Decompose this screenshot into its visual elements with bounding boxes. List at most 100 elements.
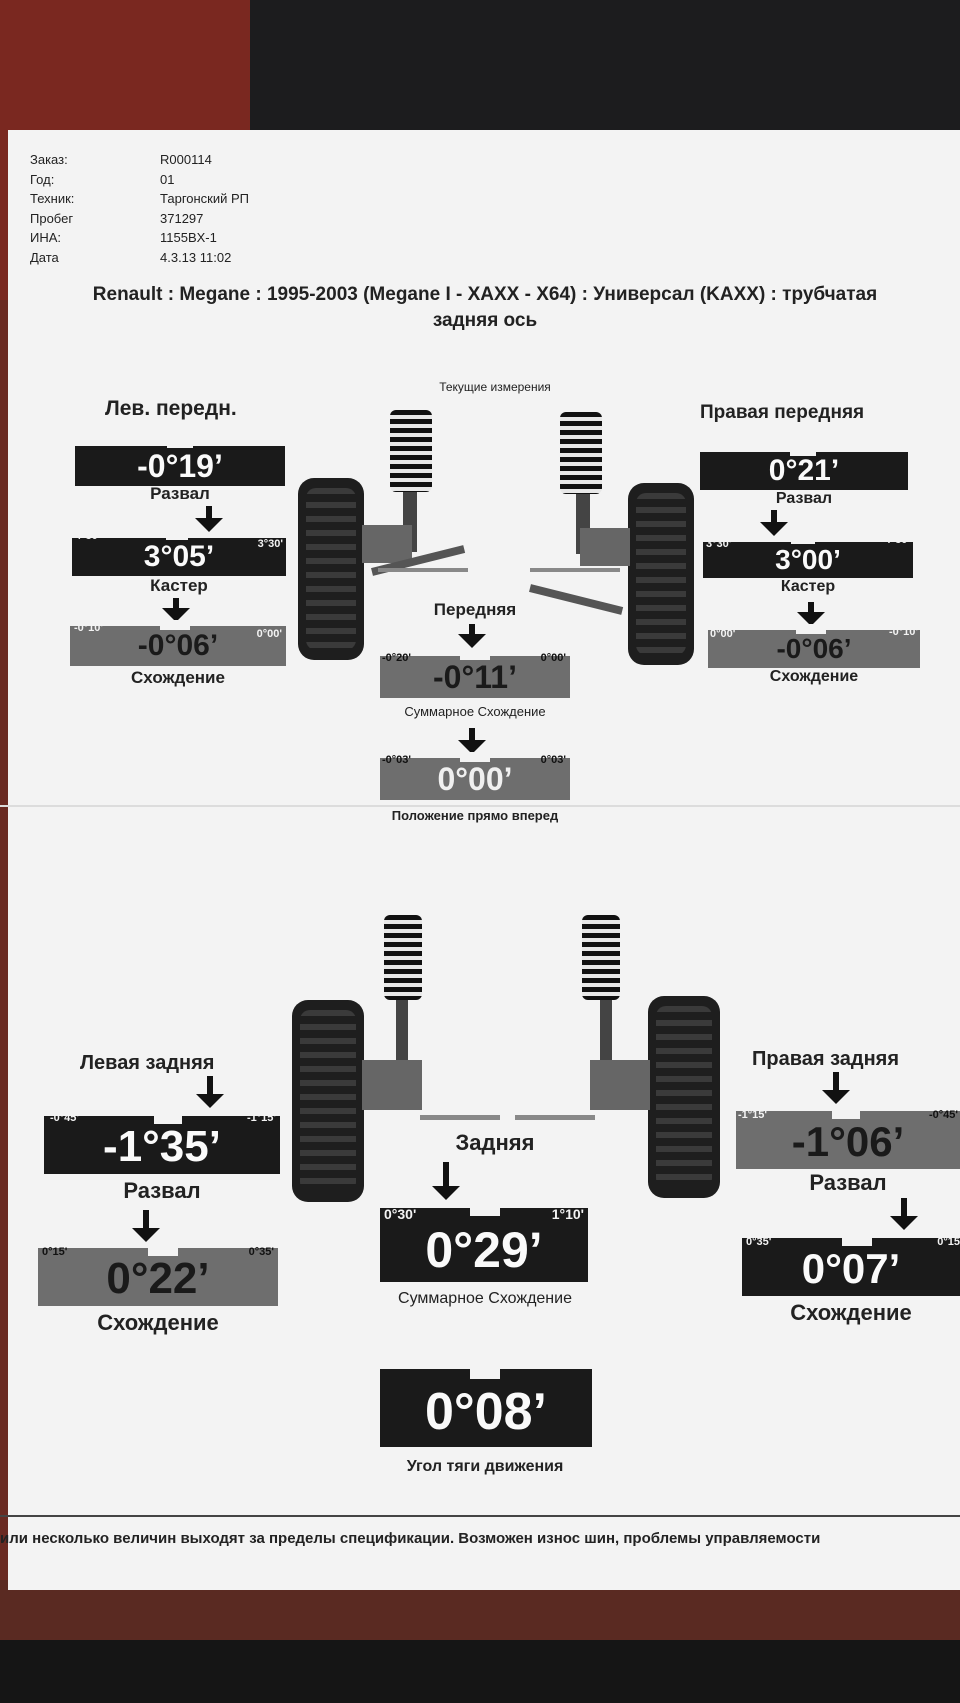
rear-right-camber-value: -1°06’ — [736, 1115, 960, 1169]
rear-left-camber-value: -1°35’ — [44, 1120, 280, 1174]
unit-text: ’ — [503, 761, 513, 797]
header-key: Дата — [30, 249, 59, 265]
value-text: 0°21 — [768, 454, 831, 487]
rear-right-title: Правая задняя — [752, 1048, 900, 1070]
front-left-toe-value: -0°06’ — [70, 626, 286, 666]
header-key: Техник: — [30, 191, 75, 206]
value-text: -0°06 — [137, 629, 210, 662]
straight-max-tick: 0°03' — [540, 754, 566, 766]
thrust-angle-label: Угол тяги движения — [406, 1458, 564, 1475]
front-left-camber-label: Развал — [150, 484, 210, 503]
value-text: 3°00 — [775, 544, 834, 575]
rear-right-camber-gauge: -1°15' -0°45' -1°06’ — [736, 1105, 960, 1169]
header-row-ina: ИНА: 1155BX-1 — [30, 228, 360, 248]
footer-divider — [0, 1515, 960, 1517]
rear-total-toe-gauge: 0°30' 1°10' 0°29’ — [380, 1202, 588, 1282]
value-text: -0°06 — [776, 633, 844, 664]
header-value: R000114 — [160, 152, 212, 167]
value-text: 0°29 — [425, 1222, 529, 1278]
unit-text: ’ — [888, 1245, 901, 1292]
front-straight-ahead-gauge: -0°03' 0°03' 0°00’ — [380, 752, 570, 800]
rear-right-hub — [590, 1060, 650, 1110]
front-right-spring — [560, 412, 602, 494]
caster-min-tick: 4°30' — [75, 530, 101, 542]
toe-min-tick: 0°00' — [710, 628, 736, 640]
unit-text: ’ — [197, 1254, 210, 1303]
front-right-caster-value: 3°00’ — [703, 542, 913, 578]
caster-max-tick: 3°30' — [257, 538, 283, 550]
rear-left-toe-value: 0°22’ — [38, 1252, 278, 1306]
value-text: 0°00 — [437, 761, 504, 797]
header-value: 1155BX-1 — [160, 230, 217, 245]
camber-max-tick: -0°45' — [928, 1109, 958, 1121]
dark-background — [250, 0, 960, 150]
front-left-caster-gauge: 4°30' 3°30' 3°05’ — [72, 530, 286, 576]
front-right-camber-value: 0°21’ — [700, 452, 908, 490]
toe-min-tick: 0°35' — [746, 1236, 772, 1248]
paper-fold — [0, 805, 960, 807]
header-row-date: Дата 4.3.13 11:02 — [30, 248, 360, 268]
value-text: 0°08 — [424, 1383, 533, 1441]
header-value: 4.3.13 11:02 — [160, 249, 232, 265]
caster-max-tick: 4°30' — [884, 534, 910, 546]
front-left-camber-value: -0°19’ — [75, 446, 285, 486]
rear-right-toe-gauge: 0°35' 0°15 0°07’ — [742, 1232, 960, 1296]
rear-left-camber-label: Развал — [123, 1178, 201, 1203]
unit-text: ’ — [843, 633, 852, 664]
front-total-toe-label: Суммарное Схождение — [404, 704, 546, 719]
header-value: 371297 — [160, 210, 204, 226]
unit-text: ’ — [213, 448, 223, 484]
front-right-camber-label: Развал — [775, 490, 833, 507]
thrust-angle-gauge: 0°08’ — [380, 1365, 592, 1447]
unit-text: ’ — [833, 544, 841, 575]
front-left-tire — [298, 478, 364, 660]
front-total-toe-gauge: -0°20' 0°00' -0°11’ — [380, 650, 570, 698]
caster-min-tick: 3°30' — [706, 538, 732, 550]
rear-right-toe-value: 0°07’ — [742, 1242, 960, 1296]
value-text: -1°35 — [103, 1122, 209, 1171]
header-row-year: Год:01 — [30, 170, 360, 190]
thrust-angle-value: 0°08’ — [380, 1377, 592, 1447]
header-row-mileage: Пробег 371297 — [30, 209, 360, 229]
header-key: ИНА: — [30, 230, 62, 245]
toe-max-tick: 0°35' — [248, 1246, 274, 1258]
toe-max-tick: 0°15 — [937, 1236, 960, 1248]
header-value: Таргонский РП — [160, 191, 250, 206]
front-left-tie-rod — [378, 568, 468, 572]
footer-warning: или несколько величин выходят за пределы… — [0, 1530, 821, 1547]
toe-min-tick: -0°20' — [382, 652, 412, 664]
vehicle-title: Renault : Megane : 1995-2003 (Megane I -… — [30, 282, 940, 334]
rear-total-toe-value: 0°29’ — [380, 1218, 588, 1282]
toe-min-tick: -0°10' — [74, 622, 104, 634]
value-text: -1°06 — [791, 1118, 893, 1165]
front-right-tire — [628, 483, 694, 665]
front-left-caster-label: Кастер — [150, 576, 208, 595]
front-left-title: Лев. передн. — [105, 397, 237, 420]
header-key: Пробег — [30, 210, 74, 226]
rear-left-spring — [384, 915, 422, 1000]
rear-left-toe-gauge: 0°15' 0°35' 0°22’ — [38, 1242, 278, 1306]
unit-text: ’ — [205, 540, 215, 573]
front-right-title: Правая передняя — [700, 402, 865, 423]
value-text: 0°22 — [106, 1254, 198, 1303]
front-right-camber-gauge: 0°21’ — [700, 448, 908, 490]
front-total-toe-value: -0°11’ — [380, 656, 570, 698]
order-header: Заказ:R000114 Год:01 Техник:Таргонский Р… — [30, 150, 360, 267]
front-right-toe-value: -0°06’ — [708, 630, 920, 668]
unit-text: ’ — [532, 1383, 547, 1441]
rear-left-hub — [362, 1060, 422, 1110]
header-value: 01 — [160, 171, 175, 187]
rear-left-toe-label: Схождение — [97, 1310, 219, 1335]
front-straight-ahead-label: Положение прямо вперед — [391, 808, 559, 823]
toe-min-tick: 0°15' — [42, 1246, 68, 1258]
front-left-hub — [362, 525, 412, 563]
front-right-toe-gauge: 0°00' -0°10' -0°06’ — [708, 624, 920, 668]
front-right-caster-label: Кастер — [780, 578, 836, 595]
straight-min-tick: -0°03' — [382, 754, 412, 766]
rear-left-tire — [292, 1000, 364, 1202]
rear-right-tire — [648, 996, 720, 1198]
camber-max-tick: -1°15' — [246, 1112, 276, 1124]
camber-min-tick: -1°15' — [738, 1109, 768, 1121]
value-text: 3°05 — [143, 540, 206, 573]
rear-left-camber-gauge: -0°45' -1°15' -1°35’ — [44, 1110, 280, 1174]
